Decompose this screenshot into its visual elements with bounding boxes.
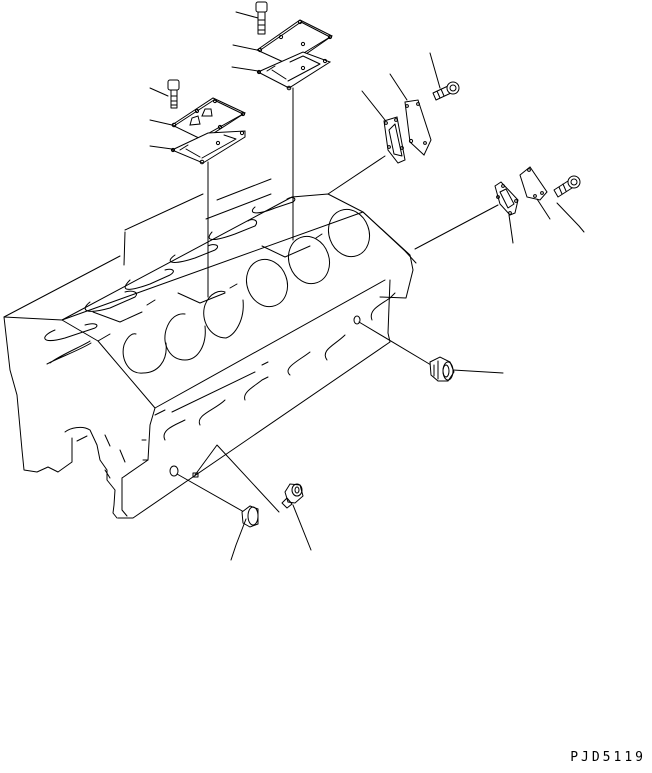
cover-top-right [233, 20, 332, 65]
cover-top-left [150, 98, 245, 140]
bolt-top-right [236, 2, 267, 34]
plug-bottom-right [195, 445, 311, 550]
gasket-top-left [150, 131, 245, 297]
cover-side-lower [520, 167, 550, 219]
gasket-top-right [232, 52, 330, 240]
plug-right [359, 322, 503, 381]
gasket-side-upper [328, 91, 405, 194]
cover-side-upper [390, 74, 431, 155]
bolt-side-upper [430, 53, 459, 100]
plug-bottom-left [177, 474, 258, 560]
gasket-side-lower [415, 182, 518, 249]
bolt-side-lower [554, 176, 584, 232]
cylinder-block [4, 179, 416, 518]
bolt-top-left [150, 80, 179, 108]
figure-code: PJD5119 [570, 750, 646, 765]
